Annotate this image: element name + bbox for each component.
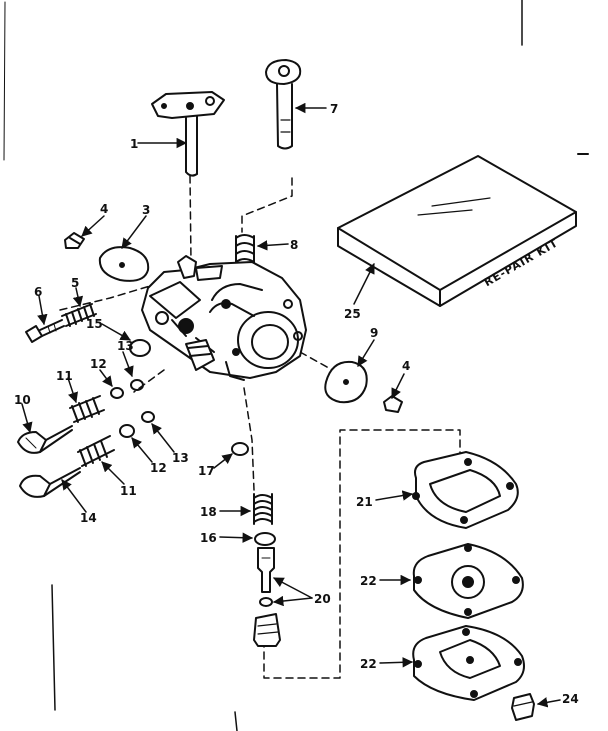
spring-part-18: [253, 493, 273, 525]
scan-edge-line: [51, 584, 56, 711]
callout-22-upper: 22: [360, 574, 377, 588]
gasket-part: [412, 451, 519, 529]
needle-valve-part: [17, 425, 73, 454]
callout-11-lower: 11: [120, 484, 137, 498]
oring-part-lower: [141, 411, 155, 423]
callout-6-left: 6: [34, 285, 42, 299]
callout-18: 18: [200, 505, 217, 519]
callout-5: 5: [71, 276, 79, 290]
diaphragm-part-lower: [412, 625, 525, 701]
carburetor-body-part: [141, 255, 307, 381]
callout-7: 7: [330, 102, 338, 116]
callout-12-lower: 12: [150, 461, 167, 475]
callout-20: 20: [314, 592, 331, 606]
callout-25: 25: [344, 307, 361, 321]
screw-part-right: [383, 395, 403, 413]
butterfly-plate-part: [98, 246, 150, 282]
callout-21: 21: [356, 495, 373, 509]
spring-part-top: [235, 234, 255, 265]
callout-11-upper: 11: [56, 369, 73, 383]
callout-17: 17: [198, 464, 215, 478]
callout-13-upper: 13: [117, 339, 134, 353]
oring-part-upper: [130, 379, 144, 391]
callout-12-upper: 12: [90, 357, 107, 371]
scan-edge-line: [3, 1, 6, 161]
throttle-shaft-part: [151, 91, 225, 177]
callout-10: 10: [14, 393, 31, 407]
callout-24: 24: [562, 692, 579, 706]
needle-seat-part: [253, 547, 281, 647]
callout-9: 9: [370, 326, 378, 340]
diaphragm-part-upper: [412, 543, 524, 619]
callout-labels: 1 7 4 3 8 6 5 25 15 12 13 11 10 9 4 12 1…: [14, 102, 579, 706]
callout-4-right: 4: [402, 359, 410, 373]
callout-1: 1: [130, 137, 138, 151]
plug-part: [231, 442, 249, 456]
butterfly-plate-part-right: [324, 360, 368, 404]
callout-16: 16: [200, 531, 217, 545]
idle-screw-part: [25, 319, 65, 343]
repair-kit-box: [337, 155, 577, 307]
callout-8: 8: [290, 238, 298, 252]
callout-15: 15: [86, 317, 103, 331]
callout-13-lower: 13: [172, 451, 189, 465]
callout-14: 14: [80, 511, 97, 525]
callout-22-lower: 22: [360, 657, 377, 671]
spring-part-11-upper: [69, 395, 105, 423]
needle-valve-part-lower: [19, 467, 81, 498]
spring-part-left: [61, 303, 97, 327]
washer-part-upper: [110, 387, 124, 399]
choke-shaft-part: [265, 59, 302, 150]
callout-3: 3: [142, 203, 150, 217]
screw-part-24: [511, 693, 535, 721]
spring-part-11-lower: [77, 435, 115, 467]
screw-part-top: [64, 232, 85, 249]
washer-part-16: [254, 532, 276, 546]
scan-edge-line: [234, 711, 238, 731]
callout-4-top: 4: [100, 202, 108, 216]
welch-plug-part: [129, 339, 151, 357]
washer-part-lower: [119, 424, 135, 438]
